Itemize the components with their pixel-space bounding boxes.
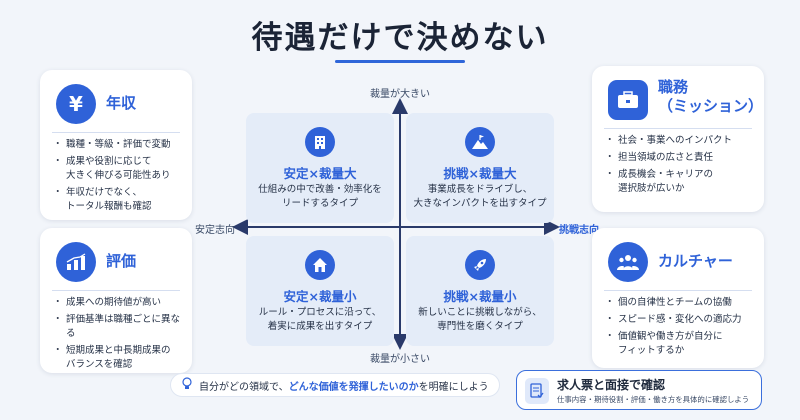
card-list: 社会・事業へのインパクト 担当領域の広さと責任 成長機会・キャリアの 選択肢が広…	[605, 134, 756, 199]
card-divider	[604, 128, 752, 129]
list-item: 成長機会・キャリアの 選択肢が広いか	[605, 168, 756, 196]
card-subtitle: （ミッション）	[658, 97, 764, 115]
quadrant-challenge-high-discretion: 挑戦×裁量大 事業成長をドライブし、 大きなインパクトを出すタイプ	[406, 113, 554, 223]
yen-coin-icon: ¥	[56, 84, 96, 124]
house-icon	[305, 250, 335, 280]
list-item: 評価基準は職種ごとに異なる	[53, 313, 184, 341]
people-group-icon	[608, 242, 648, 282]
list-item: 短期成果と中長期成果の バランスを確認	[53, 344, 184, 372]
card-title: カルチャー	[658, 252, 733, 270]
axis-label-right: 挑戦志向	[559, 225, 599, 236]
card-list: 職種・等級・評価で変動 成果や役割に応じて 大きく伸びる可能性あり 年収だけでな…	[53, 138, 184, 217]
quadrant-title: 安定×裁量小	[283, 289, 357, 304]
list-item: スピード感・変化への適応力	[605, 313, 756, 327]
card-title-main: 職務	[658, 78, 689, 96]
quadrant-challenge-low-discretion: 挑戦×裁量小 新しいことに挑戦しながら、 専門性を磨くタイプ	[406, 236, 554, 346]
title-underline	[335, 60, 465, 63]
confirm-box: 求人票と面接で確認 仕事内容・期待役割・評価・働き方を具体的に確認しよう	[516, 370, 762, 410]
card-salary: ¥ 年収 職種・等級・評価で変動 成果や役割に応じて 大きく伸びる可能性あり 年…	[40, 70, 192, 220]
quadrant-desc: 事業成長をドライブし、 大きなインパクトを出すタイプ	[413, 184, 547, 209]
quadrant-title: 安定×裁量大	[283, 166, 357, 181]
axis-label-top: 裁量が大きい	[370, 89, 430, 100]
list-item: 成果や役割に応じて 大きく伸びる可能性あり	[53, 155, 184, 183]
bottom-hint-bar: 自分がどの領域で、 どんな価値を発揮したいのか を明確にしよう	[170, 373, 500, 397]
card-mission: 職務 （ミッション） 社会・事業へのインパクト 担当領域の広さと責任 成長機会・…	[592, 66, 764, 212]
card-divider	[52, 290, 180, 291]
quadrant-title: 挑戦×裁量大	[443, 166, 517, 181]
page-title: 待遇だけで決めない	[251, 20, 549, 56]
hint-prefix: 自分がどの領域で、	[199, 381, 289, 393]
card-list: 個の自律性とチームの協働 スピード感・変化への適応力 価値観や働き方が自分に フ…	[605, 296, 756, 361]
quadrant-desc: ルール・プロセスに沿って、 着実に成果を出すタイプ	[258, 307, 382, 332]
confirm-title: 求人票と面接で確認	[557, 378, 666, 392]
hint-highlight: どんな価値を発揮したいのか	[288, 381, 419, 393]
card-divider	[604, 290, 752, 291]
mountain-flag-icon	[465, 127, 495, 157]
briefcase-icon	[608, 80, 648, 120]
card-divider	[52, 132, 180, 133]
axis-label-left: 安定志向	[195, 225, 235, 236]
list-item: 社会・事業へのインパクト	[605, 134, 756, 148]
quadrant-stable-high-discretion: 安定×裁量大 仕組みの中で改善・効率化を リードするタイプ	[246, 113, 394, 223]
document-check-icon	[525, 378, 549, 404]
bar-chart-icon	[56, 242, 96, 282]
list-item: 価値観や働き方が自分に フィットするか	[605, 330, 756, 358]
axis-label-bottom: 裁量が小さい	[370, 354, 430, 365]
list-item: 職種・等級・評価で変動	[53, 138, 184, 152]
confirm-subtitle: 仕事内容・期待役割・評価・働き方を具体的に確認しよう	[557, 395, 750, 404]
list-item: 個の自律性とチームの協働	[605, 296, 756, 310]
card-title: 職務 （ミッション）	[658, 78, 763, 116]
quadrant-title: 挑戦×裁量小	[443, 289, 517, 304]
quadrant-stable-low-discretion: 安定×裁量小 ルール・プロセスに沿って、 着実に成果を出すタイプ	[246, 236, 394, 346]
lightbulb-icon	[181, 376, 193, 394]
card-title: 年収	[106, 94, 137, 112]
quadrant-desc: 仕組みの中で改善・効率化を リードするタイプ	[258, 184, 382, 209]
list-item: 成果への期待値が高い	[53, 296, 184, 310]
list-item: 年収だけでなく、 トータル報酬も確認	[53, 186, 184, 214]
building-icon	[305, 127, 335, 157]
card-culture: カルチャー 個の自律性とチームの協働 スピード感・変化への適応力 価値観や働き方…	[592, 228, 764, 368]
hint-suffix: を明確にしよう	[418, 381, 489, 393]
card-evaluation: 評価 成果への期待値が高い 評価基準は職種ごとに異なる 短期成果と中長期成果の …	[40, 228, 192, 373]
card-list: 成果への期待値が高い 評価基準は職種ごとに異なる 短期成果と中長期成果の バラン…	[53, 296, 184, 375]
card-title: 評価	[106, 252, 137, 270]
rocket-icon	[465, 250, 495, 280]
list-item: 担当領域の広さと責任	[605, 151, 756, 165]
quadrant-desc: 新しいことに挑戦しながら、 専門性を磨くタイプ	[418, 307, 542, 332]
